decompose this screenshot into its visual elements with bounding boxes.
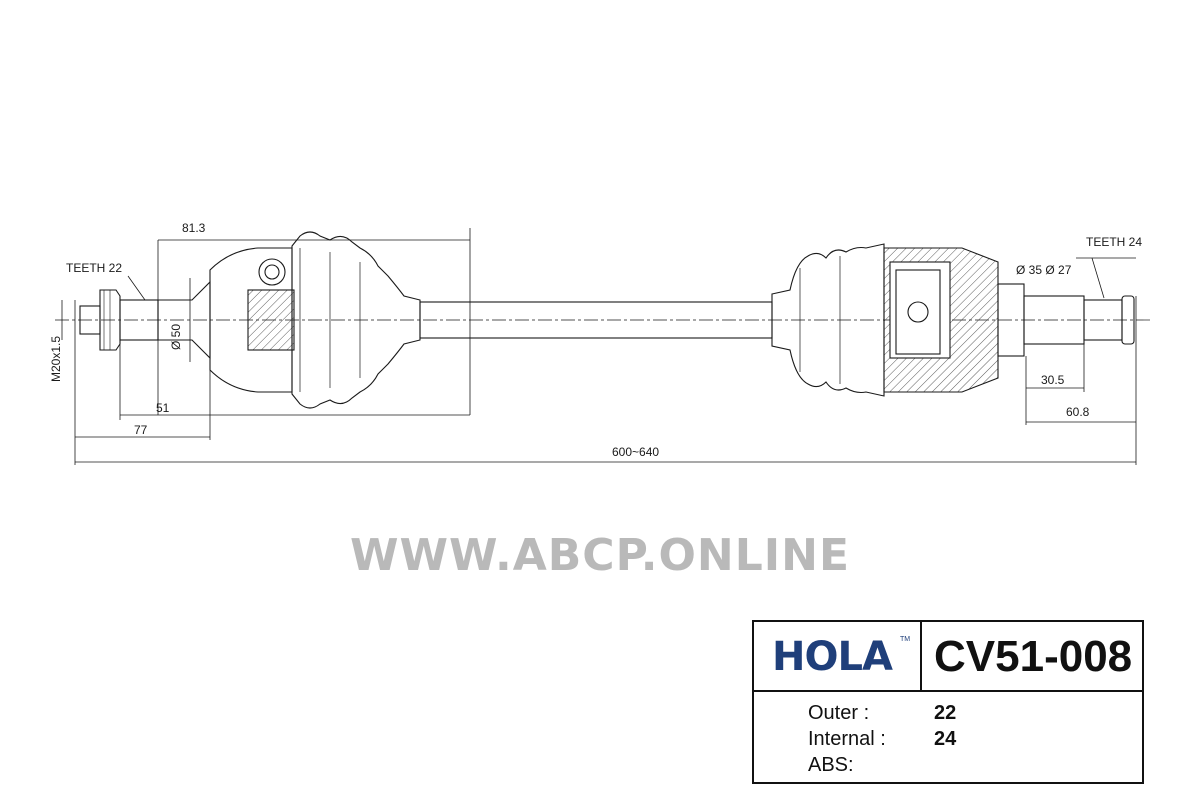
drive-shaft-drawing: 81.3 TEETH 22 TEETH 24 Ø 35 Ø 27 51 77 6… <box>49 221 1150 465</box>
inner-tripod-housing <box>883 247 999 393</box>
inner-boot <box>771 243 885 397</box>
dimension-lines <box>61 228 1137 465</box>
spec-label-internal: Internal : <box>808 728 886 750</box>
inner-teeth-label: TEETH 24 <box>1086 235 1142 249</box>
part-number: CV51-008 <box>934 632 1133 681</box>
dim-overall-length: 600~640 <box>612 445 659 459</box>
brand-cell: HOLA TM <box>754 622 922 692</box>
dim-77: 77 <box>134 423 148 437</box>
brand-trademark: TM <box>900 636 911 643</box>
dim-30-5: 30.5 <box>1041 373 1065 387</box>
inner-splined-stub <box>997 283 1135 357</box>
watermark: WWW.ABCP.ONLINE <box>349 530 850 581</box>
outer-cv-housing <box>157 247 295 393</box>
dim-51: 51 <box>156 401 170 415</box>
dim-60-8: 60.8 <box>1066 405 1090 419</box>
brand-logo: HOLA <box>772 634 893 680</box>
spec-label-abs: ABS: <box>808 754 854 776</box>
inner-diameters-label: Ø 35 Ø 27 <box>1016 263 1072 277</box>
spec-label-outer: Outer : <box>808 702 870 724</box>
dim-diameter-50: Ø 50 <box>169 324 183 350</box>
outer-boot <box>291 231 421 409</box>
part-number-cell: CV51-008 <box>922 622 1142 692</box>
outer-teeth-label: TEETH 22 <box>66 261 122 275</box>
spec-value-outer: 22 <box>934 702 957 724</box>
spec-box: HOLA TM CV51-008 Outer : 22 Internal : 2… <box>752 620 1144 784</box>
spec-value-internal: 24 <box>934 728 957 750</box>
dim-81-3: 81.3 <box>182 221 206 235</box>
dim-thread: M20x1.5 <box>49 336 63 382</box>
